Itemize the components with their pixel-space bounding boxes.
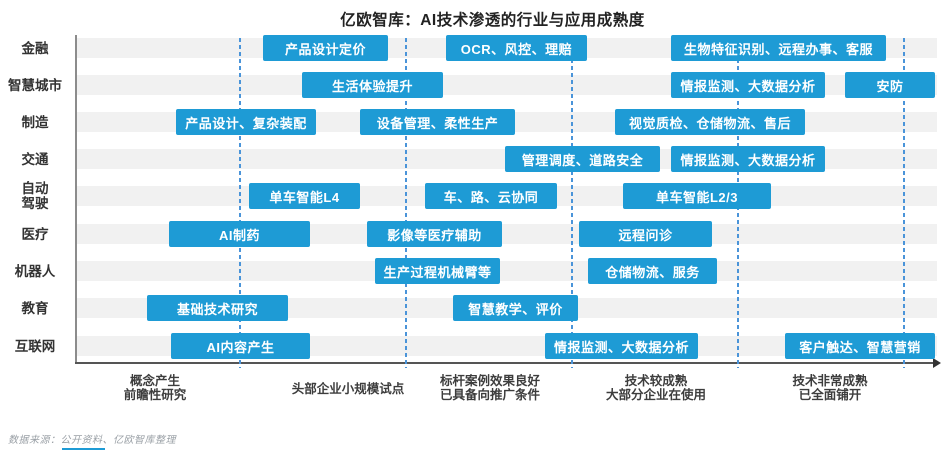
application-box: 产品设计、复杂装配: [176, 109, 316, 135]
cropped-element-edge: [62, 448, 105, 450]
stage-gridline: [239, 38, 241, 368]
application-box: 仓储物流、服务: [588, 258, 717, 284]
industry-label: 医疗: [21, 226, 49, 242]
stage-gridline: [903, 38, 905, 368]
application-box: AI制药: [169, 221, 310, 247]
application-box: 视觉质检、仓储物流、售后: [615, 109, 805, 135]
application-box: 安防: [845, 72, 935, 98]
application-box: 设备管理、柔性生产: [360, 109, 515, 135]
application-box: 单车智能L2/3: [623, 183, 771, 209]
application-box: 客户触达、智慧营销: [785, 333, 935, 359]
y-axis-line: [75, 35, 77, 363]
stage-label: 概念产生 前瞻性研究: [123, 374, 187, 402]
application-box: 管理调度、道路安全: [505, 146, 660, 172]
chart-title: 亿欧智库：AI技术渗透的行业与应用成熟度: [340, 12, 645, 29]
application-box: 情报监测、大数据分析: [671, 146, 825, 172]
application-box: 远程问诊: [579, 221, 712, 247]
stage-gridline: [405, 38, 407, 368]
application-box: AI内容产生: [171, 333, 310, 359]
application-box: OCR、风控、理赔: [446, 35, 587, 61]
data-source-note: 数据来源：公开资料、亿欧智库整理: [8, 435, 176, 446]
industry-label: 制造: [21, 114, 49, 130]
application-box: 单车智能L4: [249, 183, 360, 209]
stage-label: 标杆案例效果良好 已具备向推广条件: [439, 374, 540, 402]
industry-label: 教育: [21, 300, 49, 316]
x-axis-arrow-icon: [933, 358, 941, 368]
industry-label: 金融: [21, 40, 49, 56]
application-box: 生物特征识别、远程办事、客服: [671, 35, 886, 61]
industry-label: 智慧城市: [8, 77, 62, 93]
application-box: 生活体验提升: [302, 72, 443, 98]
row-band: [77, 261, 937, 281]
industry-label: 互联网: [14, 338, 56, 354]
stage-gridline: [571, 38, 573, 368]
application-box: 产品设计定价: [263, 35, 388, 61]
x-axis-line: [75, 362, 933, 364]
application-box: 基础技术研究: [147, 295, 288, 321]
industry-label: 机器人: [14, 263, 56, 279]
stage-label: 技术非常成熟 已全面铺开: [792, 374, 868, 402]
application-box: 情报监测、大数据分析: [545, 333, 698, 359]
stage-label: 头部企业小规模试点: [291, 382, 405, 396]
application-box: 智慧教学、评价: [453, 295, 578, 321]
application-box: 情报监测、大数据分析: [671, 72, 825, 98]
application-box: 影像等医疗辅助: [367, 221, 502, 247]
application-box: 车、路、云协同: [425, 183, 557, 209]
industry-label: 自动 驾驶: [21, 181, 49, 211]
industry-label: 交通: [21, 151, 49, 167]
application-box: 生产过程机械臂等: [375, 258, 500, 284]
stage-label: 技术较成熟 大部分企业在使用: [605, 374, 706, 402]
